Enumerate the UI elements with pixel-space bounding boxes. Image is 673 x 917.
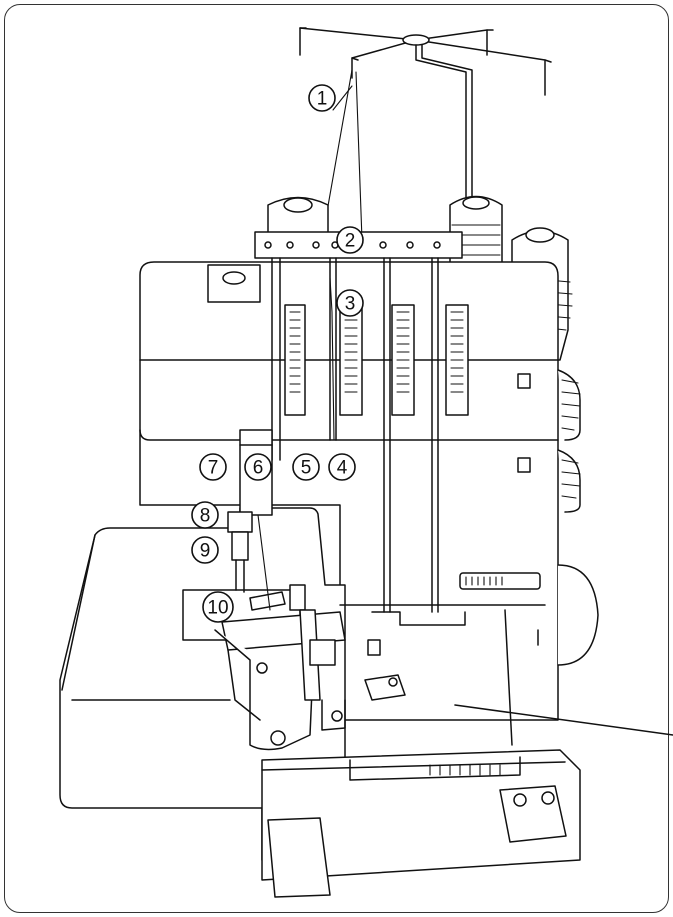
callout-number: 7 (208, 458, 219, 479)
callout-circle (244, 453, 272, 481)
callout-number: 9 (200, 541, 211, 562)
looper-area (339, 604, 673, 746)
callout-7: 7 (199, 453, 227, 481)
callout-5: 5 (292, 453, 320, 481)
callout-6: 6 (244, 453, 272, 481)
callout-circle (328, 453, 356, 481)
callout-number: 6 (253, 458, 264, 479)
callout-circle (191, 501, 219, 529)
callout-circle (336, 226, 364, 254)
needle-presser-foot (214, 429, 346, 751)
callout-number: 4 (337, 458, 348, 479)
callout-number: 5 (301, 458, 312, 479)
callout-3: 3 (336, 289, 364, 317)
callout-number: 2 (345, 231, 356, 252)
callout-10: 10 (202, 591, 234, 623)
callout-labels: 1 2 3 4 5 6 7 8 9 10 (191, 84, 364, 623)
callout-4: 4 (328, 453, 356, 481)
callout-circle (202, 591, 234, 623)
callout-circle (336, 289, 364, 317)
callout-number: 3 (345, 294, 356, 315)
callout-1: 1 (308, 84, 336, 112)
callout-8: 8 (191, 501, 219, 529)
callout-circle (191, 536, 219, 564)
callout-9: 9 (191, 536, 219, 564)
figure-frame (4, 4, 669, 913)
leader-lines (332, 85, 353, 111)
looper-cover-open (261, 749, 581, 898)
callout-number: 10 (207, 598, 228, 619)
callout-2: 2 (336, 226, 364, 254)
callout-circle (292, 453, 320, 481)
callout-number: 8 (200, 506, 211, 527)
callout-circle (308, 84, 336, 112)
callout-circle (199, 453, 227, 481)
callout-number: 1 (317, 89, 328, 110)
